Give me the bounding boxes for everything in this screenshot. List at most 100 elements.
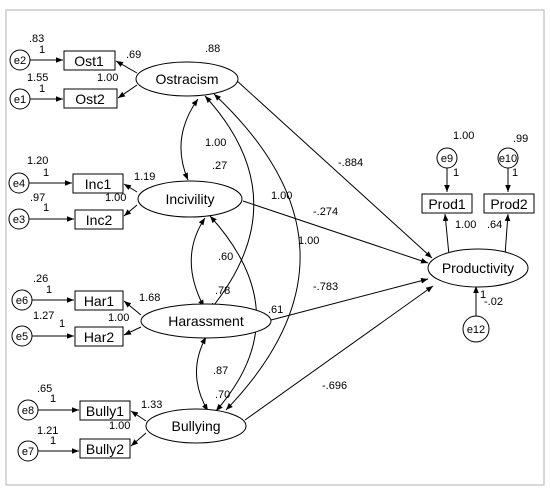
arrow-incivility-inc1 xyxy=(123,183,138,193)
incivility-label: Incivility xyxy=(165,191,214,207)
incivility-r-squared: .27 xyxy=(212,160,227,172)
e4-variance: 1.20 xyxy=(27,155,48,167)
e4-fixed-path: 1 xyxy=(43,167,49,179)
latent-harassment: Harassment xyxy=(140,303,272,339)
e6-label: e6 xyxy=(16,295,28,307)
path-ostracism-productivity-value: -.884 xyxy=(338,157,363,169)
e8-fixed-path: 1 xyxy=(50,393,56,405)
arrow-harassment-har1 xyxy=(123,300,142,316)
indicator-bully1: Bully1 xyxy=(79,400,131,421)
bullying-label: Bullying xyxy=(171,418,220,434)
indicator-ost2: Ost2 xyxy=(63,88,118,109)
arrow-ostracism-ost1 xyxy=(115,60,138,74)
cov-harassment-bullying xyxy=(196,336,209,412)
e8-label: e8 xyxy=(22,405,34,417)
cov-incivility-harassment xyxy=(190,217,206,308)
e5-variance: 1.27 xyxy=(33,310,54,322)
cov-ostracism-bullying-value: 1.00 xyxy=(298,235,319,247)
e9-variance: 1.00 xyxy=(453,130,474,142)
arrow-productivity-prod2 xyxy=(504,213,511,256)
e10-fixed-path: 1 xyxy=(512,167,518,179)
har2-label: Har2 xyxy=(84,329,115,345)
productivity-error-variance: -.02 xyxy=(484,296,503,308)
cov-ostracism-bullying xyxy=(213,93,301,411)
e3-variance: .97 xyxy=(30,192,45,204)
cov-incivility-bullying-value: .61 xyxy=(268,304,283,316)
bully1-loading: 1.33 xyxy=(141,399,162,411)
e1-fixed-path: 1 xyxy=(39,83,45,95)
e12-fixed-path: 1 xyxy=(480,289,486,301)
indicator-prod2: Prod2 xyxy=(483,193,535,214)
error-e2: e2 xyxy=(9,49,31,71)
e9-fixed-path: 1 xyxy=(453,167,459,179)
prod2-loading: .64 xyxy=(487,219,502,231)
path-harassment-productivity xyxy=(270,278,429,321)
path-bullying-productivity-value: -.696 xyxy=(322,380,347,392)
prod1-label: Prod1 xyxy=(428,196,466,212)
cov-ostracism-harassment-value: 1.00 xyxy=(271,190,292,202)
indicator-bully2: Bully2 xyxy=(79,438,131,459)
e1-variance: 1.55 xyxy=(27,72,48,84)
arrow-bullying-bully2 xyxy=(130,432,147,447)
error-e5: e5 xyxy=(11,325,33,347)
ost2-label: Ost2 xyxy=(75,91,105,107)
path-ostracism-productivity xyxy=(235,79,433,259)
bullying-r-squared: .70 xyxy=(215,389,230,401)
bully1-label: Bully1 xyxy=(86,403,124,419)
arrow-productivity-prod1 xyxy=(442,213,450,256)
e5-label: e5 xyxy=(16,331,28,343)
e2-variance: .83 xyxy=(29,33,44,45)
e2-fixed-path: 1 xyxy=(39,44,45,56)
error-e3: e3 xyxy=(8,208,30,230)
ostracism-r-squared: .88 xyxy=(205,43,220,55)
indicator-ost1: Ost1 xyxy=(63,50,116,71)
prod2-label: Prod2 xyxy=(490,196,528,212)
e10-label: e10 xyxy=(499,153,517,165)
path-harassment-productivity-value: -.783 xyxy=(313,281,338,293)
bully2-loading: 1.00 xyxy=(109,420,130,432)
arrow-ostracism-ost2 xyxy=(117,84,138,99)
inc1-loading: 1.19 xyxy=(134,171,155,183)
prod1-loading: 1.00 xyxy=(455,219,476,231)
e6-fixed-path: 1 xyxy=(46,284,52,296)
e7-variance: 1.21 xyxy=(37,425,58,437)
ostracism-label: Ostracism xyxy=(156,71,219,87)
path-bullying-productivity xyxy=(244,285,434,421)
indicator-inc1: Inc1 xyxy=(72,173,124,194)
e9-label: e9 xyxy=(441,153,453,165)
inc2-label: Inc2 xyxy=(86,212,113,228)
cov-harassment-bullying-value: .87 xyxy=(213,365,228,377)
e7-fixed-path: 1 xyxy=(50,435,56,447)
e6-variance: .26 xyxy=(33,273,48,285)
e8-variance: .65 xyxy=(37,383,52,395)
har1-label: Har1 xyxy=(84,293,115,309)
error-e7: e7 xyxy=(17,440,39,462)
indicator-har2: Har2 xyxy=(74,326,124,347)
diagram-frame xyxy=(5,9,545,486)
error-e4: e4 xyxy=(8,172,30,194)
cov-ostracism-incivility xyxy=(180,98,199,181)
bully2-label: Bully2 xyxy=(86,441,124,457)
har1-loading: 1.68 xyxy=(139,292,160,304)
harassment-label: Harassment xyxy=(168,313,244,329)
indicator-inc2: Inc2 xyxy=(74,209,124,230)
latent-incivility: Incivility xyxy=(137,180,243,218)
path-incivility-productivity-value: -.274 xyxy=(313,206,338,218)
e1-label: e1 xyxy=(14,94,26,106)
arrow-bullying-bully1 xyxy=(130,410,147,422)
e10-variance: .99 xyxy=(513,133,528,145)
path-incivility-productivity xyxy=(242,200,429,264)
error-e9: e9 xyxy=(436,147,458,169)
error-e12: e12 xyxy=(462,315,490,343)
e3-fixed-path: 1 xyxy=(43,202,49,214)
error-e8: e8 xyxy=(17,399,39,421)
error-e6: e6 xyxy=(11,289,33,311)
latent-ostracism: Ostracism xyxy=(135,61,239,97)
arrow-harassment-har2 xyxy=(123,326,142,336)
cov-ostracism-incivility-value: 1.00 xyxy=(205,137,226,149)
harassment-r-squared: .78 xyxy=(215,285,230,297)
indicator-har1: Har1 xyxy=(74,290,124,311)
productivity-label: Productivity xyxy=(442,260,514,276)
e2-label: e2 xyxy=(14,55,26,67)
error-e1: e1 xyxy=(9,88,31,110)
